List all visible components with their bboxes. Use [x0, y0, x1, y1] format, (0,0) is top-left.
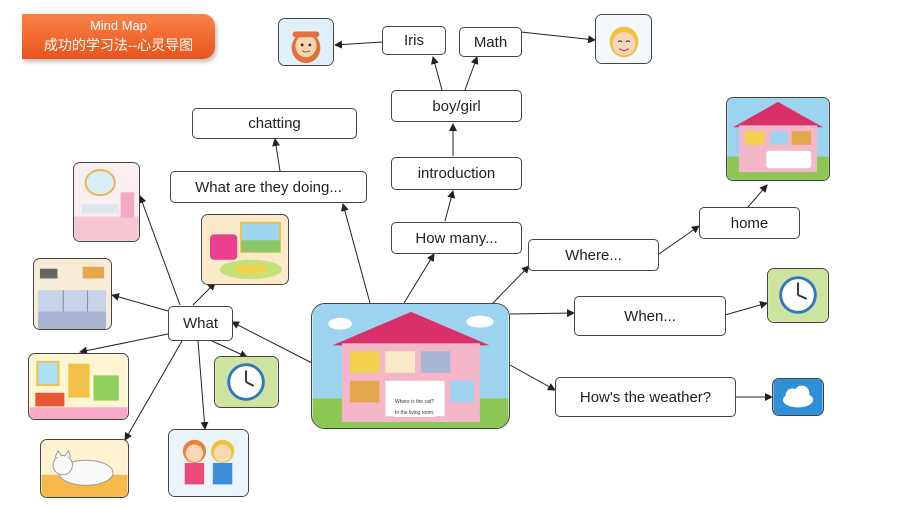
- node-introduction[interactable]: introduction: [391, 157, 522, 190]
- node-iris[interactable]: Iris: [382, 26, 446, 55]
- bedroom-picture: [28, 353, 129, 420]
- bathroom-picture: [73, 162, 140, 242]
- node-weather[interactable]: How's the weather?: [555, 377, 736, 417]
- center-caption-question: Where is the cat?: [392, 398, 437, 406]
- node-what[interactable]: What: [168, 306, 233, 341]
- center-house-picture: Where is the cat? In the living room.: [311, 303, 510, 429]
- node-how-many[interactable]: How many...: [391, 222, 522, 254]
- node-chatting[interactable]: chatting: [192, 108, 357, 139]
- clock-icon: [767, 268, 829, 323]
- mind-map-banner: Mind Map 成功的学习法--心灵导图: [22, 14, 215, 59]
- node-home[interactable]: home: [699, 207, 800, 239]
- boy-and-girl-picture: [168, 429, 249, 497]
- girl-portrait-icon: [278, 18, 334, 66]
- node-boy-girl[interactable]: boy/girl: [391, 90, 522, 122]
- node-when[interactable]: When...: [574, 296, 726, 336]
- living-room-picture: [201, 214, 289, 285]
- clock-icon: [214, 356, 279, 408]
- sleeping-cat-picture: [40, 439, 129, 498]
- house-picture: [726, 97, 830, 181]
- node-where[interactable]: Where...: [528, 239, 659, 271]
- kitchen-picture: [33, 258, 112, 330]
- node-what-are-they-doing[interactable]: What are they doing...: [170, 171, 367, 203]
- cloud-icon: [772, 378, 824, 416]
- banner-title: Mind Map: [89, 18, 148, 33]
- center-caption-answer: In the living room.: [392, 409, 438, 417]
- node-math[interactable]: Math: [459, 27, 522, 57]
- boy-portrait-icon: [595, 14, 652, 64]
- banner-subtitle: 成功的学习法--心灵导图: [43, 37, 194, 53]
